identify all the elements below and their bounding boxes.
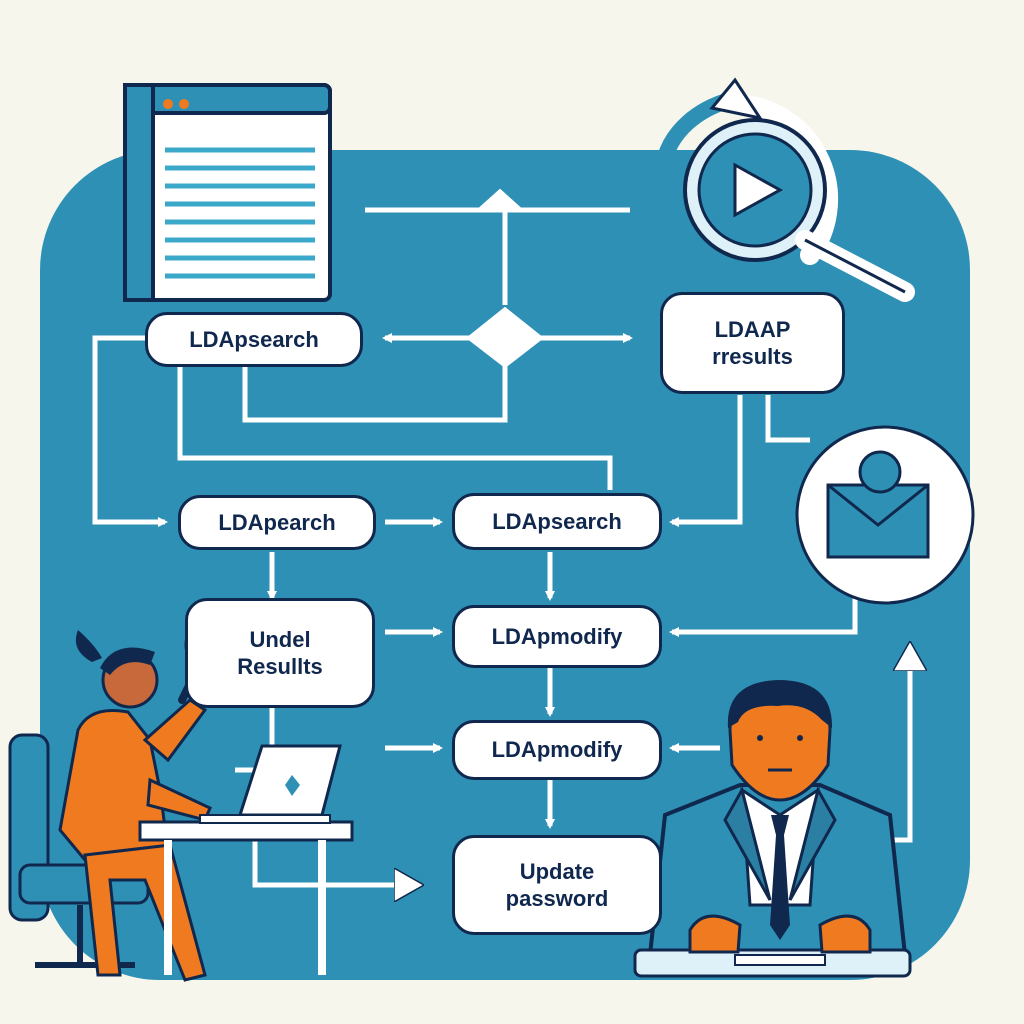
magnifier-refresh-icon bbox=[654, 77, 915, 302]
node-label-line1: Undel bbox=[249, 626, 311, 652]
node-label-line2: Resullts bbox=[237, 654, 323, 679]
node-label: LDApsearch bbox=[189, 326, 319, 352]
node-ldapmodify-2: LDApmodify bbox=[452, 720, 662, 780]
document-window-icon bbox=[123, 83, 332, 302]
node-label: LDApmodify bbox=[491, 623, 623, 649]
node-undel-results: Undel Resullts bbox=[185, 598, 375, 708]
node-ldapsearch-top: LDApsearch bbox=[145, 312, 363, 367]
node-label: LDApsearch bbox=[492, 508, 622, 534]
person-with-magnifier-illustration bbox=[8, 617, 240, 982]
node-label-line2: rresults bbox=[712, 344, 793, 369]
desk-illustration bbox=[138, 820, 354, 975]
node-ldapmodify-1: LDApmodify bbox=[452, 605, 662, 668]
node-label-line2: password bbox=[505, 886, 609, 911]
node-label-line1: Update bbox=[519, 858, 595, 884]
node-label: LDApearch bbox=[218, 509, 336, 535]
mail-envelope-icon bbox=[795, 425, 975, 605]
node-ldapsearch-mid-right: LDApsearch bbox=[452, 493, 662, 550]
laptop-icon bbox=[199, 744, 342, 824]
businessman-illustration bbox=[633, 680, 912, 978]
node-ldapearch-mid-left: LDApearch bbox=[178, 495, 376, 550]
node-label-line1: LDAAP bbox=[714, 316, 791, 342]
node-label: LDApmodify bbox=[491, 737, 623, 763]
node-ldap-results: LDAAP rresults bbox=[660, 292, 845, 394]
node-update-password: Update password bbox=[452, 835, 662, 935]
